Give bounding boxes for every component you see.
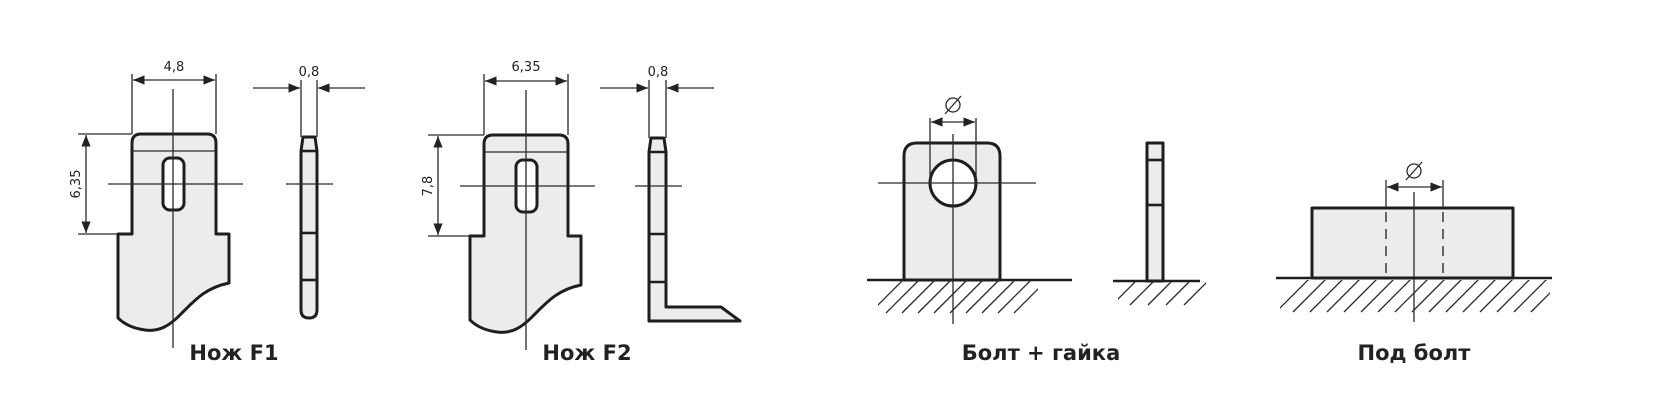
terminal-bolt-nut-side-view bbox=[1113, 141, 1206, 306]
ground-hatching bbox=[878, 280, 1038, 314]
f2-width-dim: 6,35 bbox=[512, 60, 541, 75]
terminal-f2-side-view: 0,8 bbox=[600, 65, 742, 323]
f1-thickness-dim: 0,8 bbox=[299, 65, 320, 80]
label-under-bolt: Под болт bbox=[1358, 341, 1472, 365]
terminal-bolt-nut-front-view bbox=[867, 95, 1072, 324]
diameter-icon bbox=[944, 95, 962, 115]
diameter-icon bbox=[1405, 161, 1423, 181]
ground-hatching bbox=[1280, 280, 1550, 313]
f1-height-dim: 6,35 bbox=[69, 170, 84, 199]
label-f2: Нож F2 bbox=[542, 341, 631, 365]
terminal-f2-front-view: 6,35 7,8 bbox=[421, 60, 595, 350]
label-f1: Нож F1 bbox=[189, 341, 278, 365]
f1-width-dim: 4,8 bbox=[164, 60, 185, 75]
f2-thickness-dim: 0,8 bbox=[648, 65, 669, 80]
terminal-f1-side-view: 0,8 bbox=[253, 65, 365, 320]
terminal-f1-front-view: 4,8 6,35 bbox=[69, 60, 243, 348]
label-bolt-nut: Болт + гайка bbox=[962, 341, 1120, 365]
f2-height-dim: 7,8 bbox=[421, 176, 436, 197]
terminal-under-bolt-view bbox=[1276, 161, 1552, 322]
